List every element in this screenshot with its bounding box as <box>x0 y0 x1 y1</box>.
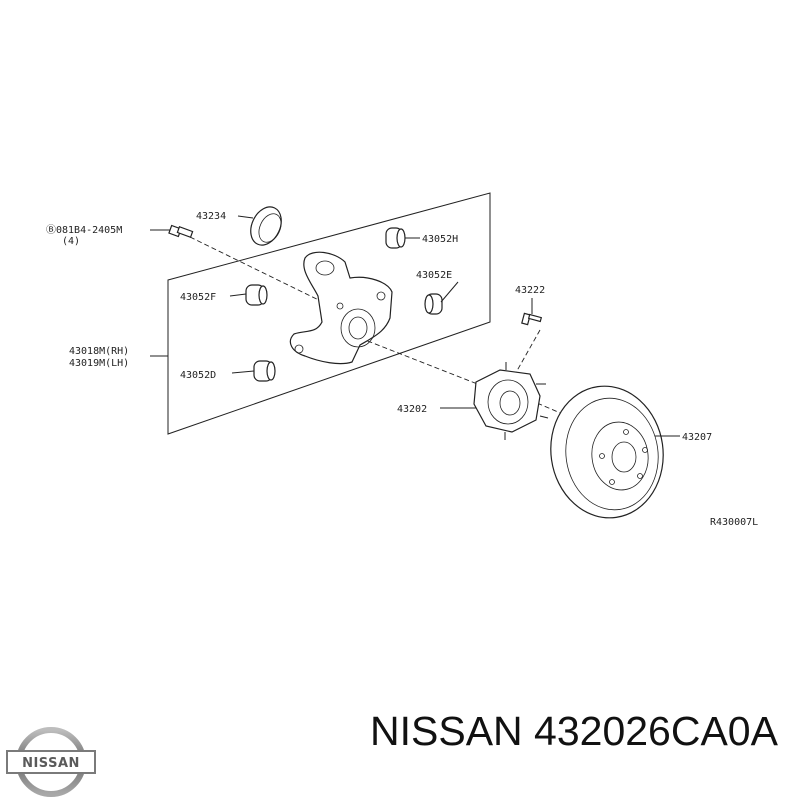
assembly-line-hub <box>359 337 481 386</box>
label-hub: 43202 <box>397 404 427 415</box>
brake-disc-part <box>550 385 664 519</box>
bushing-h-part <box>385 227 406 249</box>
bushing-d-part <box>253 360 276 382</box>
nissan-logo: NISSAN <box>6 727 96 797</box>
knuckle-part <box>289 251 393 365</box>
bolt-part <box>168 224 194 238</box>
part-number-caption: NISSAN 432026CA0A <box>370 708 778 754</box>
label-stud: 43222 <box>515 285 545 296</box>
bushing-e-part <box>424 293 443 315</box>
cap-part <box>250 206 282 246</box>
label-bushing-d: 43052D <box>180 370 216 381</box>
label-bolt-code: Ⓑ081B4-2405M <box>46 224 122 236</box>
label-disc: 43207 <box>682 432 712 443</box>
leader-bushing-e <box>440 281 459 303</box>
label-bushing-f: 43052F <box>180 292 216 303</box>
label-knuckle-lh: 43019M(LH) <box>69 358 129 369</box>
assembly-line-bolt <box>189 236 336 309</box>
leader-bushing-f <box>229 293 247 297</box>
bushing-f-part <box>245 284 268 306</box>
label-bolt-qty: (4) <box>62 236 80 247</box>
hub-part <box>473 362 549 440</box>
label-bushing-h: 43052H <box>422 234 458 245</box>
leader-bushing-d <box>231 370 255 374</box>
label-knuckle-rh: 43018M(RH) <box>69 346 129 357</box>
assembly-panel <box>167 192 491 435</box>
label-reference-code: R430007L <box>710 517 758 528</box>
label-bushing-e: 43052E <box>416 270 452 281</box>
label-cap: 43234 <box>196 211 226 222</box>
leader-cap <box>237 215 254 219</box>
stud-part <box>521 312 543 326</box>
assembly-line-disc <box>529 399 601 431</box>
logo-wordmark: NISSAN <box>22 756 80 771</box>
